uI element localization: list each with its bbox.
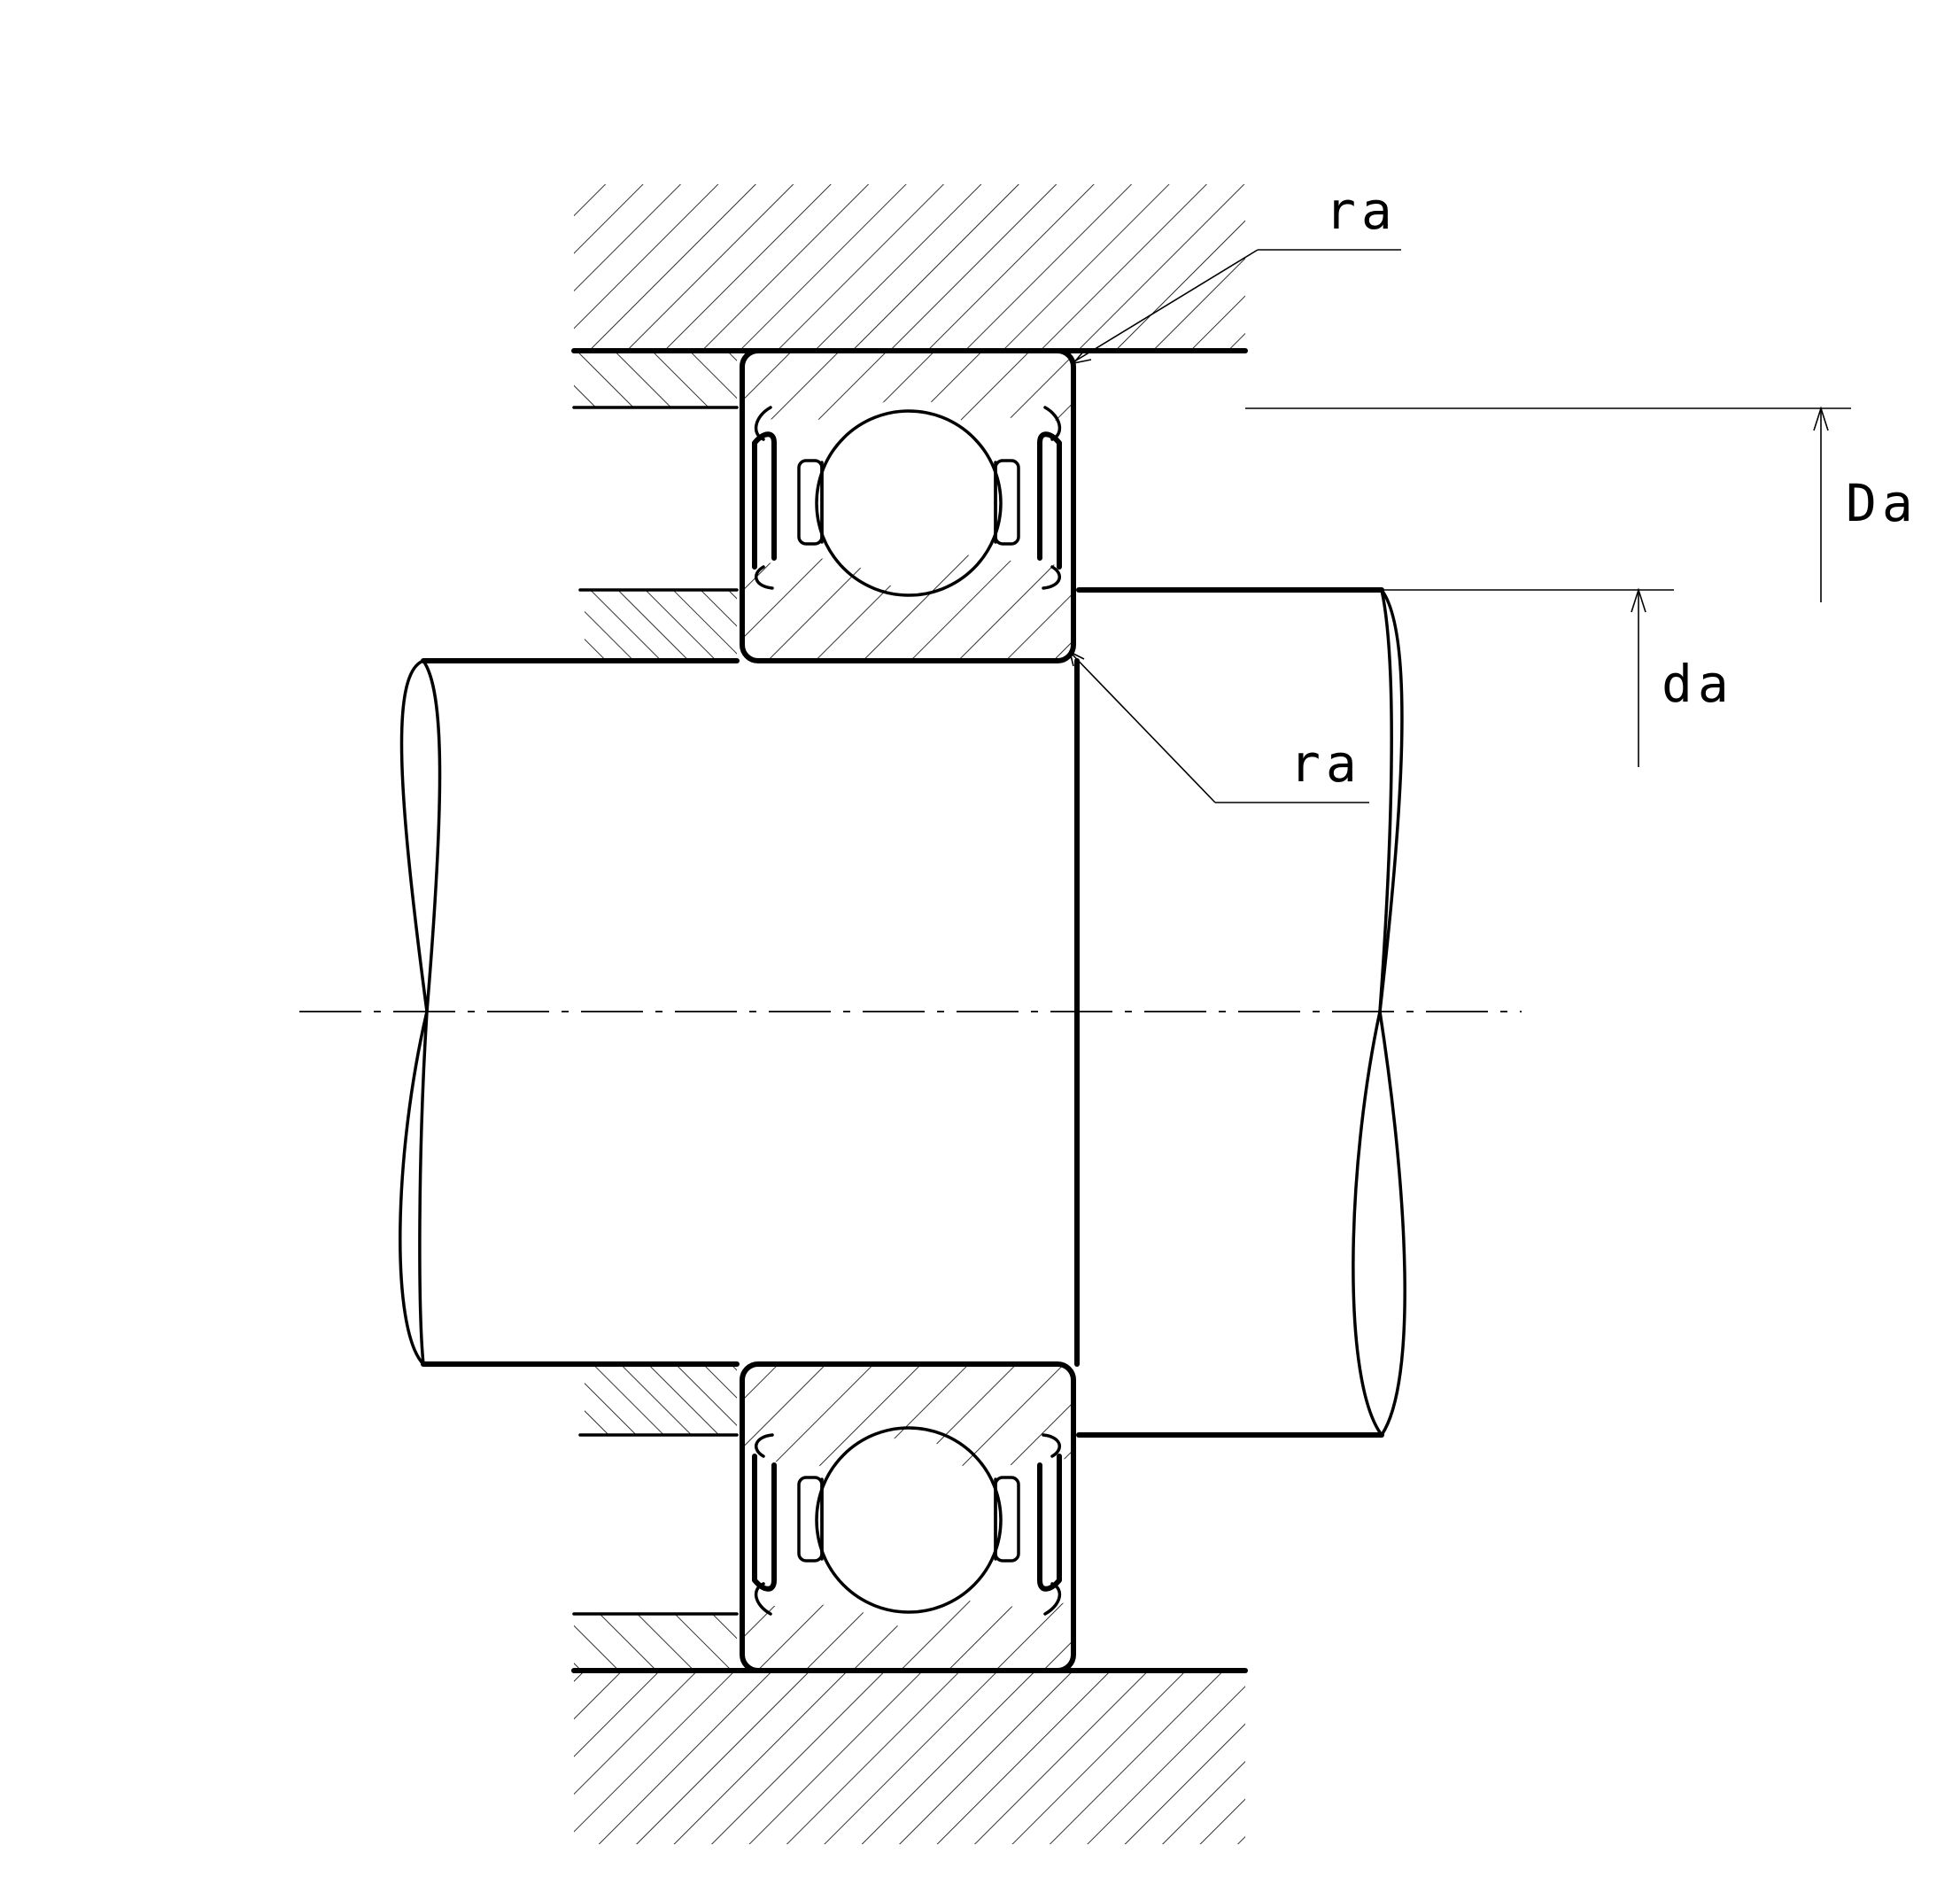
housing-top bbox=[571, 184, 1248, 353]
housing-bottom bbox=[571, 1668, 1248, 1844]
da-dimension bbox=[1382, 587, 1674, 767]
da-label: da bbox=[1662, 654, 1734, 714]
bearing-bottom bbox=[740, 1361, 1076, 1673]
bearing-top bbox=[740, 348, 1076, 663]
ra-top-leader bbox=[1071, 249, 1401, 365]
shaft-shoulder-top bbox=[578, 588, 739, 661]
ra-top-label: ra bbox=[1325, 181, 1398, 241]
Da-label: Da bbox=[1846, 473, 1918, 533]
shaft-right bbox=[1074, 587, 1406, 1438]
ra-bottom-leader bbox=[1068, 650, 1369, 803]
shaft-shoulder-bottom bbox=[578, 1364, 739, 1437]
ra-bottom-label: ra bbox=[1290, 733, 1362, 794]
shaft-left bbox=[399, 658, 740, 1367]
housing-shoulder-bottom bbox=[572, 1612, 739, 1671]
housing-shoulder-top bbox=[572, 351, 739, 409]
Da-dimension bbox=[1245, 406, 1851, 602]
